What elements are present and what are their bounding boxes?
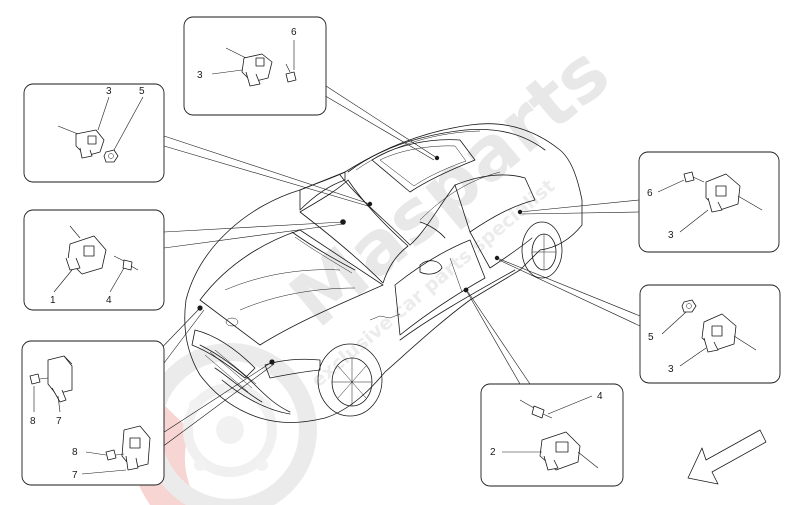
detail-box-right-top: 6 3: [638, 151, 780, 253]
callout-2: 2: [490, 447, 496, 458]
detail-box-bottom: 4 2: [480, 383, 624, 487]
detail-box-lower-left: 8 7 8 7: [21, 340, 165, 486]
callout-5: 5: [648, 332, 654, 343]
bolt-part-4: [519, 399, 553, 419]
sensor-part-3: [57, 125, 105, 159]
bolt-part-6: [683, 171, 705, 183]
callout-4: 4: [597, 391, 603, 402]
callout-8: 8: [30, 416, 36, 427]
callout-6: 6: [647, 188, 653, 199]
callout-3: 3: [197, 70, 203, 81]
bolt-part-4: [113, 255, 139, 271]
callout-3: 3: [668, 230, 674, 241]
vehicle-outline: [184, 123, 583, 423]
leader-lines: [147, 85, 641, 451]
sensor-part-7-upper: [47, 355, 73, 403]
sensor-part-2: [539, 431, 599, 471]
sensor-part-3: [705, 173, 763, 213]
callout-3: 3: [106, 86, 112, 97]
detail-box-upper-left: 3 5: [23, 83, 165, 183]
callout-5: 5: [139, 86, 145, 97]
bolt-part-8-upper: [29, 373, 49, 385]
sensor-part-3: [701, 313, 757, 353]
callout-4: 4: [106, 295, 112, 306]
sensor-part-1: [65, 225, 107, 275]
detail-box-top: 3 6: [183, 16, 327, 116]
bolt-part-6: [285, 63, 297, 83]
watermark-brand: Masparts: [274, 30, 625, 344]
bolt-part-8-lower: [105, 449, 125, 461]
direction-arrow-icon: [687, 429, 767, 485]
nut-part-5: [681, 299, 697, 313]
callout-3: 3: [668, 364, 674, 375]
callout-1: 1: [50, 295, 56, 306]
detail-box-right-mid: 5 3: [639, 284, 781, 384]
detail-box-mid-left: 1 4: [23, 209, 165, 311]
callout-8: 8: [72, 447, 78, 458]
sensor-part-3: [225, 47, 273, 87]
callout-7: 7: [56, 416, 62, 427]
callout-6: 6: [291, 27, 297, 38]
callout-7: 7: [72, 470, 78, 481]
sensor-part-7-lower: [121, 425, 151, 471]
